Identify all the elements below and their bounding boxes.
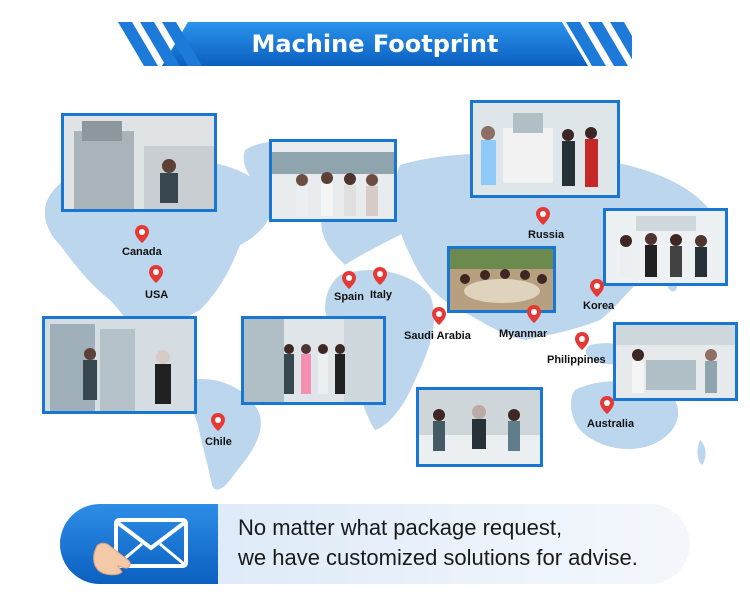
photo-myanmar-dinner	[447, 246, 556, 313]
location-label: Russia	[528, 229, 565, 241]
location-pin-icon	[135, 225, 149, 243]
location-pin-icon	[590, 279, 604, 297]
title-banner	[118, 22, 632, 66]
location-pin-icon	[373, 267, 387, 285]
cta-line-1: No matter what package request,	[238, 515, 563, 540]
location-label: USA	[145, 289, 169, 301]
photo-spain-team	[241, 316, 386, 405]
photo-canada-factory	[61, 113, 217, 212]
location-label: Korea	[583, 300, 615, 312]
envelope-hand-icon	[93, 518, 188, 576]
location-label: Myanmar	[499, 328, 548, 340]
photo-team-office	[269, 139, 397, 222]
location-pin-icon	[575, 332, 589, 350]
photo-usa-factory	[42, 316, 197, 414]
location-label: Spain	[334, 291, 364, 303]
photo-workshop-meeting	[416, 387, 543, 467]
location-label: Italy	[370, 289, 393, 301]
location-pin-icon	[536, 207, 550, 225]
contact-icon-box[interactable]	[60, 504, 218, 584]
cta-line-2: we have customized solutions for advise.	[238, 545, 638, 570]
location-pin-icon	[600, 396, 614, 414]
location-label: Canada	[122, 246, 162, 258]
location-pin-icon	[211, 413, 225, 431]
location-label: Australia	[587, 418, 635, 430]
photo-australia-visit	[613, 322, 738, 401]
location-pin-icon	[342, 271, 356, 289]
location-label: Chile	[205, 436, 232, 448]
location-label: Philippines	[547, 354, 606, 366]
location-pin-icon	[432, 307, 446, 325]
location-pin-icon	[149, 265, 163, 283]
photo-russia-visit	[470, 100, 620, 198]
page-title: Machine Footprint	[251, 30, 499, 58]
location-pin-icon	[527, 305, 541, 323]
photo-korea-team	[603, 208, 728, 286]
location-label: Saudi Arabia	[404, 330, 471, 342]
